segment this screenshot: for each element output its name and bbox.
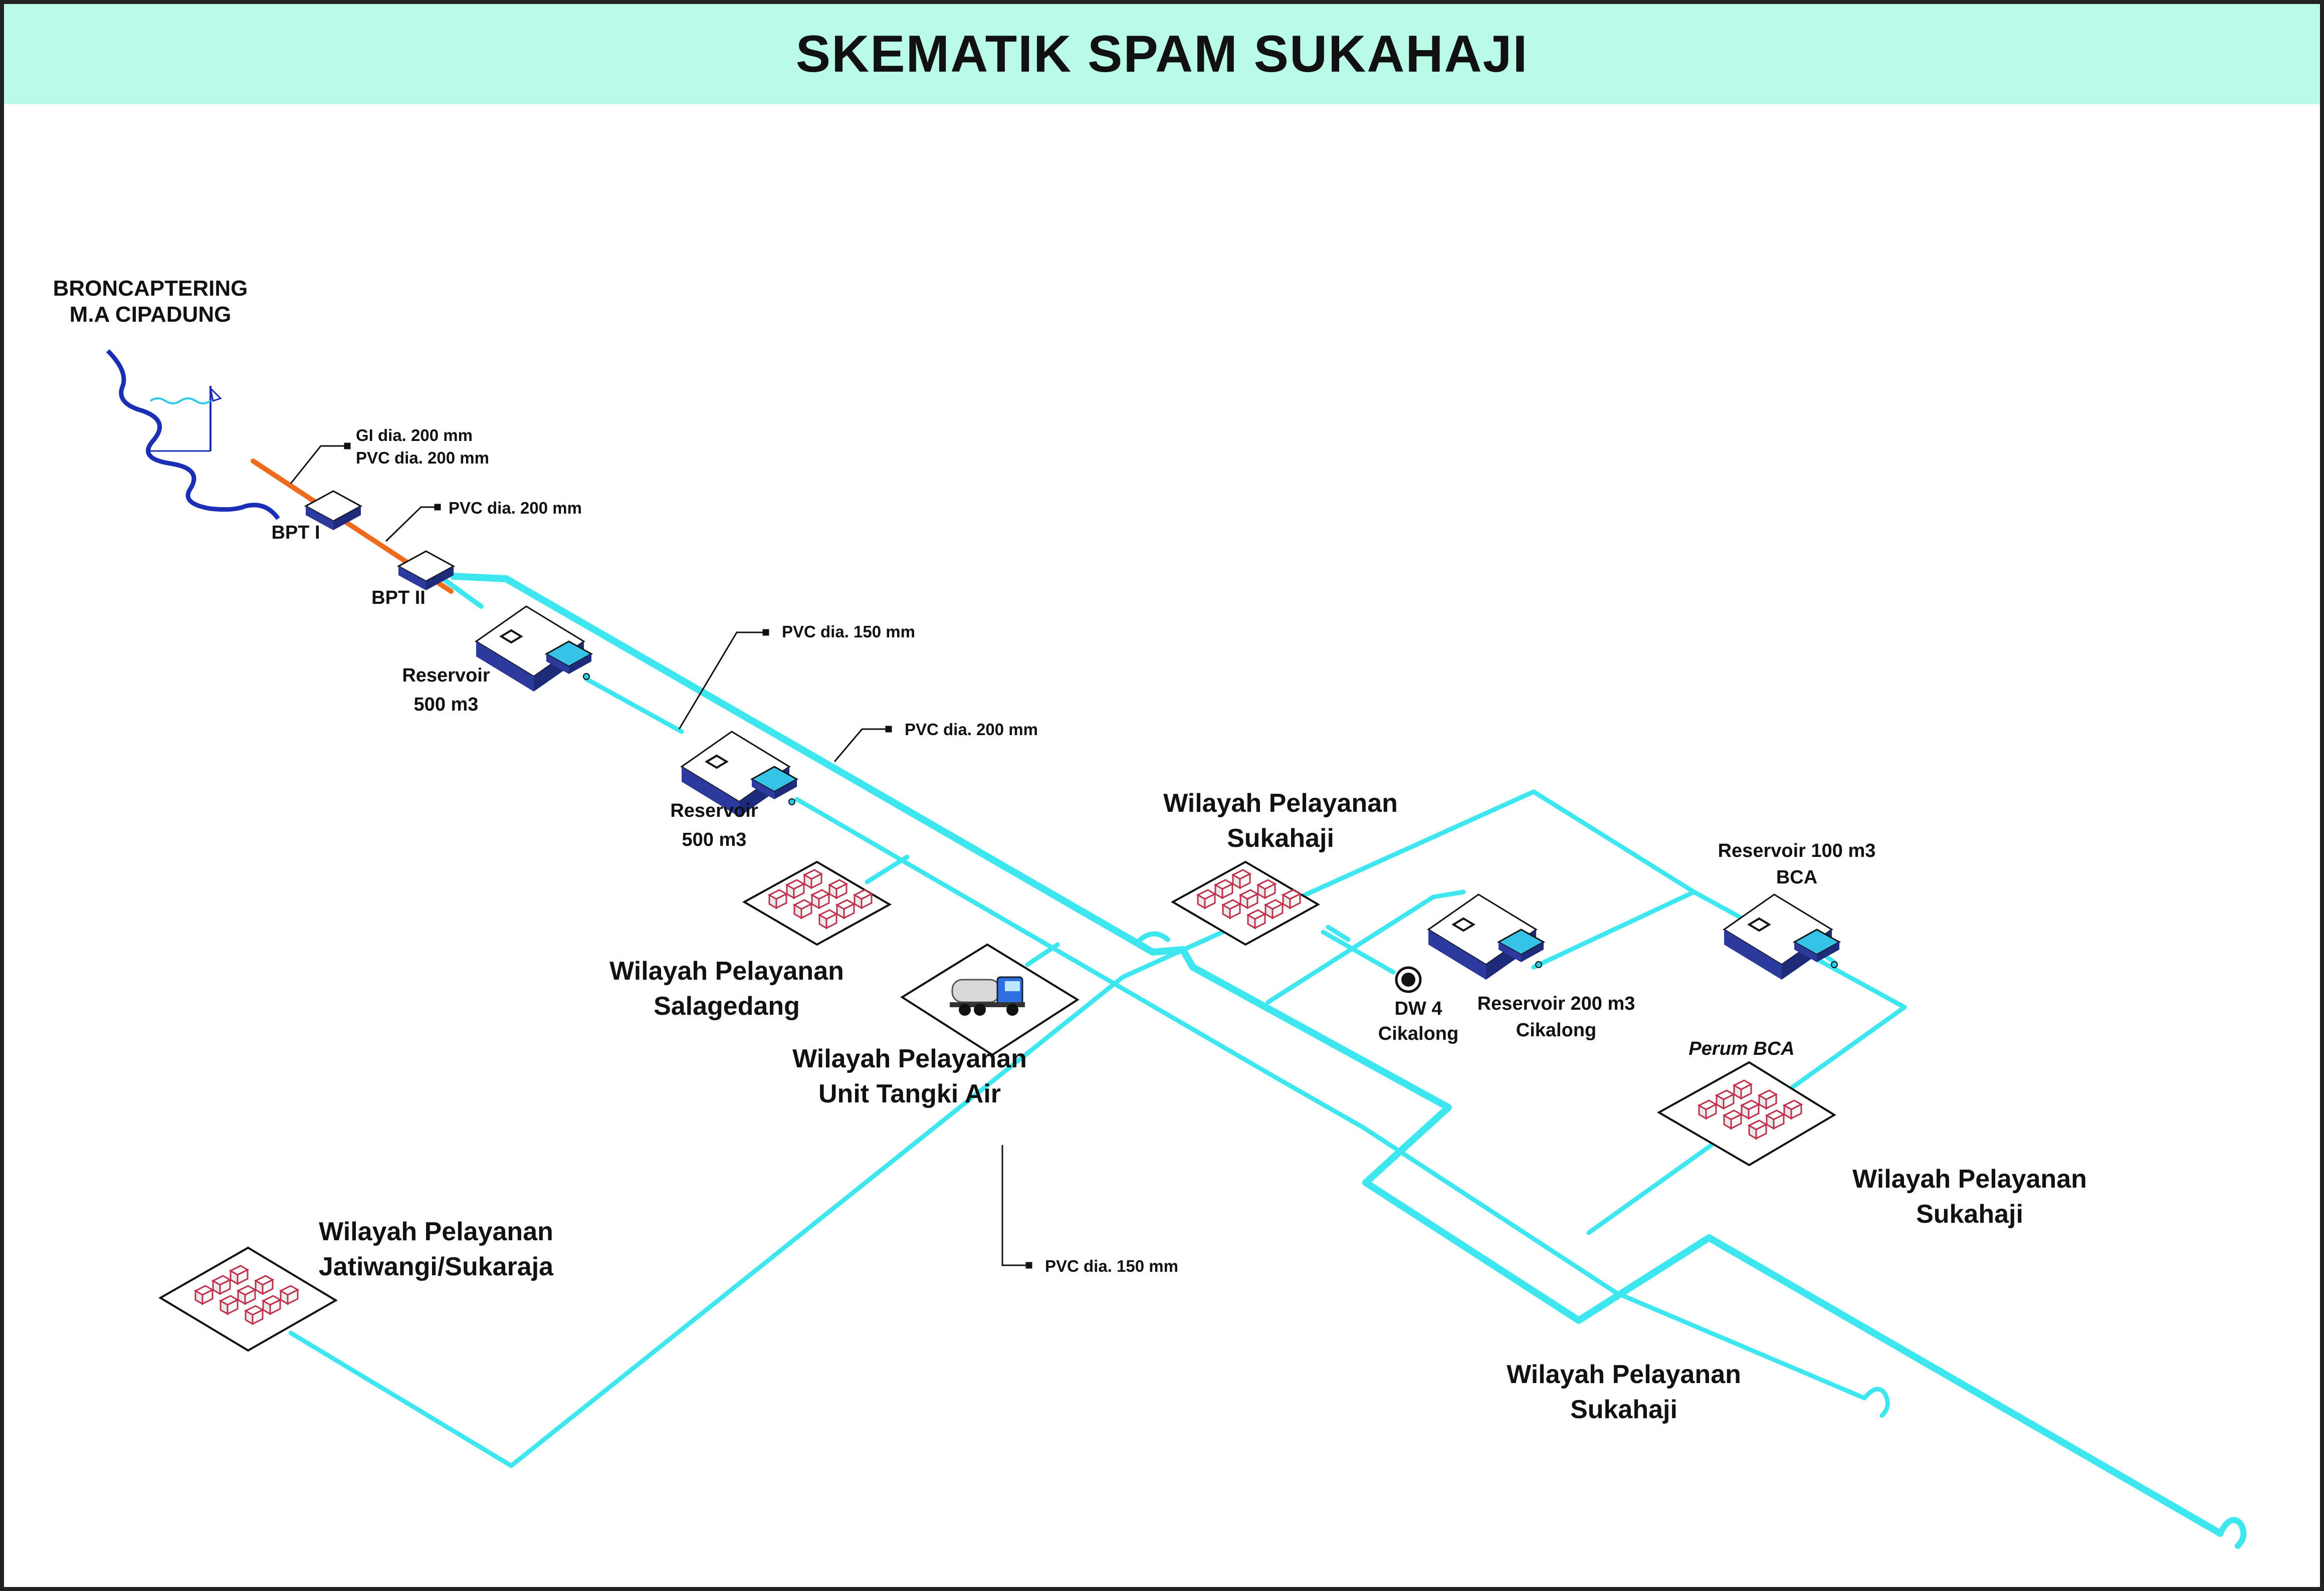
reservoir-cikalong-label-line1: Reservoir 200 m3: [1477, 993, 1635, 1014]
title-bar: SKEMATIK SPAM SUKAHAJI: [4, 4, 2320, 104]
pipe-label-pvc200-a: PVC dia. 200 mm: [356, 448, 489, 467]
source-label-line1: BRONCAPTERING: [53, 276, 248, 301]
dw4-label-line1: DW 4: [1395, 998, 1442, 1019]
main-transmission-pipe: [450, 573, 2224, 1537]
page-title: SKEMATIK SPAM SUKAHAJI: [795, 25, 1529, 83]
pipe-res1-res2: [584, 676, 684, 734]
reservoir-icon-bca: [1723, 893, 1841, 980]
region-sukahaji-right-line1: Wilayah Pelayanan: [1852, 1165, 2087, 1194]
region-tangki-line2: Unit Tangki Air: [818, 1079, 1001, 1108]
bpt-i-tank: [304, 490, 363, 530]
reservoir-2-label-line2: 500 m3: [682, 829, 747, 850]
reservoir-2-label-line1: Reservoir: [670, 800, 758, 821]
region-salagedang-line1: Wilayah Pelayanan: [609, 957, 844, 986]
housing-cluster-perum-bca: [1656, 1061, 1836, 1167]
housing-cluster-sukahaji-top: [1170, 860, 1321, 946]
region-sukahaji-right-line2: Sukahaji: [1916, 1200, 2023, 1229]
river-icon: [106, 349, 280, 520]
pipe-cikalong-dw4: [1321, 930, 1396, 975]
pipe-label-pvc200-b: PVC dia. 200 mm: [449, 499, 582, 517]
pipe-cikalong-to-bca: [1531, 889, 1697, 970]
housing-cluster-salagedang: [742, 860, 892, 946]
reservoir-icon-res1: [475, 605, 593, 692]
pipe-label-pvc150-b: PVC dia. 150 mm: [1045, 1257, 1178, 1275]
reservoir-1-label-line2: 500 m3: [414, 694, 479, 715]
water-truck-icon: [950, 976, 1025, 1016]
reservoir-bca-label-line1: Reservoir 100 m3: [1718, 840, 1876, 861]
reservoir-icon-cikalong: [1427, 893, 1546, 980]
pipe-crossover-arc: [1135, 931, 1170, 945]
bpt-i-label: BPT I: [271, 522, 320, 543]
region-jatiwangi-line1: Wilayah Pelayanan: [319, 1217, 553, 1246]
reservoir-1-label-line1: Reservoir: [402, 665, 490, 686]
region-tangki-line1: Wilayah Pelayanan: [792, 1044, 1027, 1073]
bpt-ii-label: BPT II: [371, 587, 426, 608]
dw4-label-line2: Cikalong: [1378, 1023, 1458, 1044]
reservoir-bca-label-line2: BCA: [1776, 867, 1817, 888]
source-label-line2: M.A CIPADUNG: [70, 302, 232, 327]
tangki-area: [900, 943, 1080, 1056]
pipe-branch-salagedang: [865, 854, 910, 884]
pipe-branch-tangki: [1025, 942, 1060, 967]
pipe-label-pvc150-a: PVC dia. 150 mm: [782, 622, 915, 641]
region-jatiwangi-line2: Jatiwangi/Sukaraja: [319, 1252, 554, 1281]
region-sukahaji-top-line2: Sukahaji: [1227, 824, 1334, 853]
pipe-branch-sukahaji: [1326, 925, 1351, 942]
housing-cluster-jatiwangi: [158, 1246, 338, 1352]
pipe-end-squiggle-2: [2217, 1517, 2247, 1549]
pipe-cikalong-loop: [1265, 889, 1466, 1005]
deep-well-icon: [1395, 966, 1422, 993]
pipe-label-pvc200-c: PVC dia. 200 mm: [905, 720, 1038, 739]
pipe-jatiwangi: [288, 789, 1536, 1468]
leader-lines: [290, 442, 1032, 1269]
region-perum-bca-label: Perum BCA: [1688, 1038, 1794, 1059]
pipe-label-gi200: GI dia. 200 mm: [356, 426, 473, 444]
region-sukahaji-bottom-line2: Sukahaji: [1570, 1395, 1677, 1424]
bpt-ii-tank: [396, 550, 456, 590]
reservoir-icon-res2: [680, 731, 799, 817]
region-sukahaji-bottom-line1: Wilayah Pelayanan: [1507, 1360, 1741, 1389]
region-sukahaji-top-line1: Wilayah Pelayanan: [1163, 789, 1398, 818]
reservoir-cikalong-label-line2: Cikalong: [1516, 1020, 1596, 1041]
region-salagedang-line2: Salagedang: [654, 992, 800, 1021]
pipe-end-squiggle-1: [1862, 1387, 1890, 1418]
